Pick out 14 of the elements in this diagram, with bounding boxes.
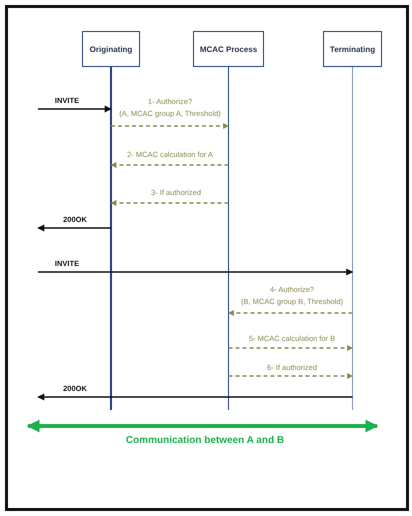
participant-label: Terminating	[330, 44, 376, 54]
message-arrow	[228, 373, 354, 379]
message-arrow	[37, 394, 352, 400]
participant-label: MCAC Process	[200, 44, 258, 54]
message-arrow	[110, 200, 228, 206]
arrow-caption: Communication between A and B	[126, 435, 284, 446]
message-arrow	[228, 345, 354, 351]
participant-label: Originating	[90, 44, 132, 54]
message-arrow	[38, 268, 354, 276]
message-arrow	[228, 310, 352, 316]
message-arrow	[111, 123, 230, 129]
message-arrow	[37, 224, 111, 232]
message-arrow	[38, 106, 112, 112]
message-arrow	[110, 162, 228, 168]
